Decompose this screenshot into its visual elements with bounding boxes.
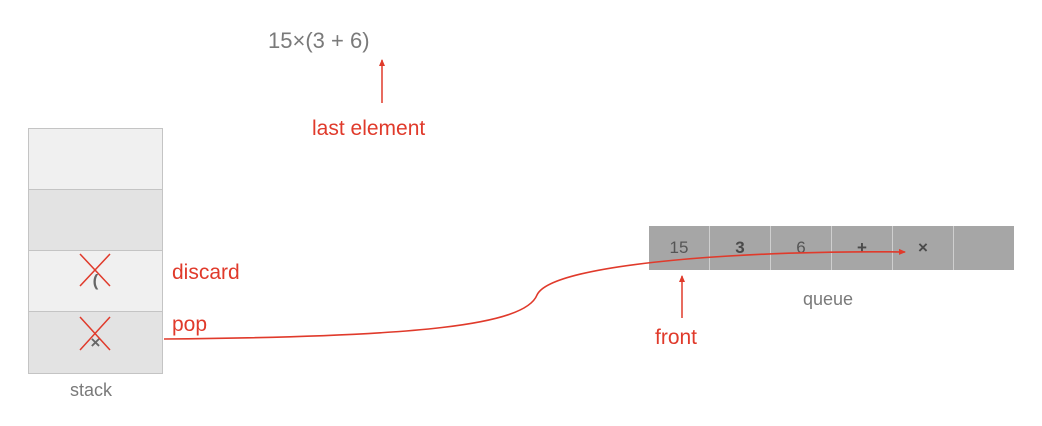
last-element-label: last element [312, 117, 426, 140]
stack: ( × [28, 128, 163, 374]
queue-cell: 15 [649, 226, 710, 270]
stack-slot-multiply: × [29, 312, 162, 373]
stack-caption: stack [70, 380, 113, 400]
expression: 15×(3 + 6) [268, 28, 370, 53]
stack-slot-value: × [90, 332, 101, 352]
stack-slot-empty [29, 190, 162, 251]
queue-cell: × [893, 226, 954, 270]
stack-slot-value: ( [92, 271, 99, 290]
queue: 15 3 6 + × [649, 226, 1014, 270]
queue-cell: 6 [771, 226, 832, 270]
pop-label: pop [172, 313, 208, 336]
queue-cell: 3 [710, 226, 771, 270]
discard-label: discard [172, 261, 240, 284]
queue-cell: + [832, 226, 893, 270]
stack-slot-empty-top [29, 129, 162, 190]
front-label: front [655, 326, 698, 349]
stack-slot-paren: ( [29, 251, 162, 312]
queue-caption: queue [803, 289, 854, 309]
queue-cell [954, 226, 1014, 270]
